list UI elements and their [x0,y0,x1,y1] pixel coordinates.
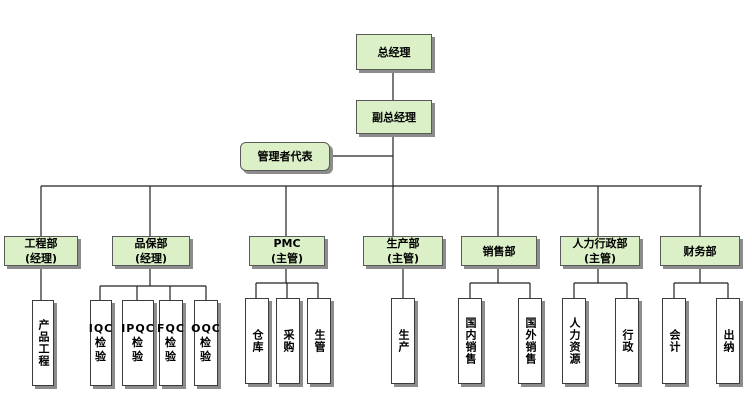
dept-engineering: 工程部 (经理) [4,236,78,266]
unit-cashier: 出纳 [716,298,740,384]
unit-purchasing: 采购 [276,298,300,384]
unit-production: 生产 [391,298,415,384]
dept-sales: 销售部 [461,236,537,266]
general-manager-box: 总经理 [356,34,432,70]
dept-production: 生产部 (主管) [363,236,443,266]
dept-pmc: PMC (主管) [249,236,325,266]
unit-product-engineering: 产品工程 [32,300,54,386]
dept-hr-admin: 人力行政部 (主管) [560,236,640,266]
unit-warehouse: 仓库 [245,298,269,384]
unit-human-resources: 人力资源 [562,298,586,384]
unit-production-control: 生管 [307,298,331,384]
deputy-general-manager-box: 副总经理 [356,100,432,134]
management-representative-box: 管理者代表 [240,142,330,171]
dept-quality: 品保部 (经理) [112,236,190,266]
dept-finance: 财务部 [660,236,740,266]
unit-domestic-sales: 国内销售 [458,298,482,384]
unit-overseas-sales: 国外销售 [518,298,542,384]
unit-administration: 行政 [615,298,639,384]
unit-accounting: 会计 [662,298,686,384]
